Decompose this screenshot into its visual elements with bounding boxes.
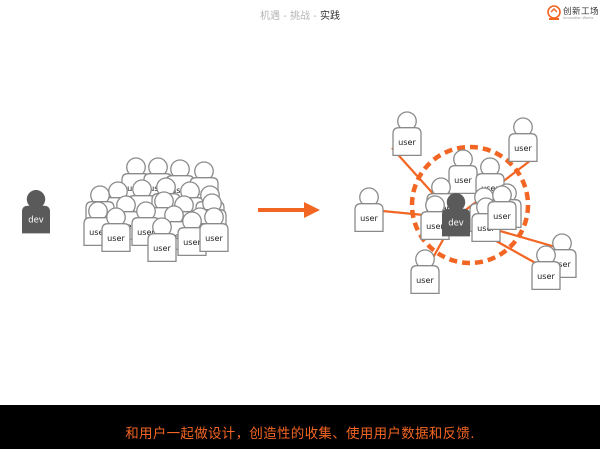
user-label: user (107, 233, 125, 243)
user-label: user (477, 223, 495, 233)
logo-subtext: Innovation Works (563, 16, 594, 20)
outer-user-figure: user (410, 249, 440, 295)
dev-label: dev (28, 214, 43, 224)
innovation-works-logo: 创新工场 Innovation Works (546, 4, 600, 24)
user-label: user (137, 227, 155, 237)
user-label: user (153, 243, 171, 253)
user-label: user (454, 175, 472, 185)
caption-text: 和用户一起做设计，创造性的收集、使用用户数据和反馈. (125, 426, 475, 442)
logo-icon (547, 5, 561, 20)
outer-user-figure: user (392, 111, 422, 157)
inner-user-figure: user (448, 149, 478, 195)
user-label: user (553, 259, 571, 269)
crowd-user-figure: user (147, 217, 177, 263)
user-label: user (537, 271, 555, 281)
user-label: user (426, 221, 444, 231)
dev-label: dev (448, 217, 463, 227)
user-label: user (89, 227, 107, 237)
user-label: user (360, 213, 378, 223)
logo-text: 创新工场 (563, 7, 600, 17)
crowd-user-figure: user (199, 207, 229, 253)
crowd-user-figure: user (101, 207, 131, 253)
user-label: user (514, 143, 532, 153)
breadcrumb-item-challenge[interactable]: 挑战 (290, 11, 310, 22)
arrow-head-icon (304, 202, 320, 218)
user-label: user (416, 275, 434, 285)
user-label: user (205, 233, 223, 243)
outer-user-figure: user (508, 117, 538, 163)
breadcrumb-separator: - (283, 11, 287, 22)
dev-figure-left: dev (22, 190, 50, 234)
collaboration-circle (409, 144, 531, 266)
user-label: user (481, 183, 499, 193)
breadcrumb: 机遇 - 挑战 - 实践 (0, 7, 600, 22)
outer-user-figure: user (354, 187, 384, 233)
dev-figure-center: dev (442, 193, 470, 237)
user-label: user (183, 237, 201, 247)
breadcrumb-item-practice[interactable]: 实践 (319, 11, 340, 22)
outer-user-figure: user (531, 245, 561, 291)
breadcrumb-item-opportunity[interactable]: 机遇 (260, 11, 281, 22)
crowd-user-figure: user (177, 211, 207, 257)
breadcrumb-separator: - (313, 11, 317, 22)
inner-user-figure: user (487, 185, 517, 231)
caption-bar: 和用户一起做设计，创造性的收集、使用用户数据和反馈. (0, 405, 600, 449)
user-label: user (398, 137, 416, 147)
user-label: user (493, 211, 511, 221)
